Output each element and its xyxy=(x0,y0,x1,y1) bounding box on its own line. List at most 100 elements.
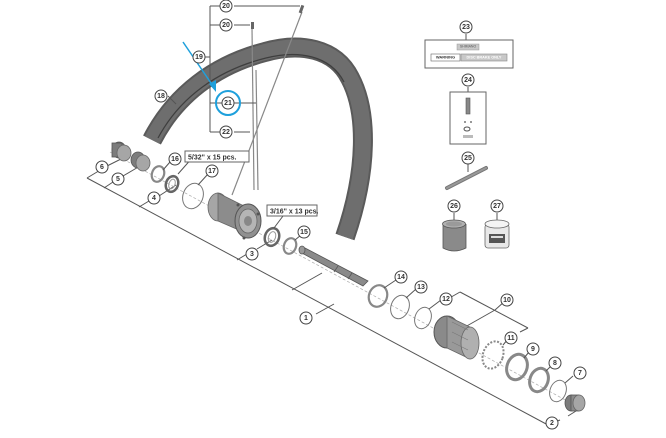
dust-cap-ring[interactable] xyxy=(179,180,207,211)
callout-18[interactable]: 18 xyxy=(154,89,168,103)
callout-1[interactable]: 1 xyxy=(299,311,313,325)
callout-group: 1234567891011121314151617181920202122232… xyxy=(95,0,587,430)
callout-number: 25 xyxy=(464,155,472,162)
callout-12[interactable]: 12 xyxy=(439,292,453,306)
spokes xyxy=(231,4,305,196)
spacer-ring[interactable] xyxy=(366,283,390,310)
freehub-body[interactable] xyxy=(433,315,480,360)
spoke-line xyxy=(255,69,259,191)
spoke-wrench-tool[interactable] xyxy=(445,164,488,190)
callout-circle xyxy=(500,293,514,307)
valve-kit-box[interactable] xyxy=(449,87,487,145)
callout-number: 24 xyxy=(464,77,472,84)
callout-11[interactable]: 11 xyxy=(504,331,518,345)
callout-4[interactable]: 4 xyxy=(147,191,161,205)
callout-number: 13 xyxy=(417,284,425,291)
callout-27[interactable]: 27 xyxy=(490,199,504,213)
bearing-left[interactable] xyxy=(164,174,181,194)
sticker-logo xyxy=(456,43,480,51)
highlight-arrow-head xyxy=(209,80,216,92)
callout-circle xyxy=(221,96,235,110)
rim-part[interactable] xyxy=(143,37,373,241)
callout-3[interactable]: 3 xyxy=(245,247,259,261)
o-ring-large[interactable] xyxy=(387,293,412,322)
highlight-arrow-line xyxy=(182,41,214,87)
callout-circle xyxy=(219,0,233,13)
seal-ring[interactable] xyxy=(282,236,299,255)
callout-circle xyxy=(545,416,559,430)
callout-circle xyxy=(219,125,233,139)
callout-number: 6 xyxy=(100,164,104,171)
callout-circle xyxy=(548,356,562,370)
callout-circle xyxy=(95,160,109,174)
callout-14[interactable]: 14 xyxy=(394,270,408,284)
callout-circle xyxy=(297,225,311,239)
grease-jar[interactable] xyxy=(484,213,510,249)
assembly-axis xyxy=(109,151,581,409)
sticker-warning-label: WARNING xyxy=(436,55,455,60)
ratchet-ring[interactable] xyxy=(479,338,507,371)
spoke-nipple xyxy=(251,22,254,29)
spoke-line xyxy=(231,11,303,196)
callout-23[interactable]: 23 xyxy=(459,20,473,34)
o-ring-small[interactable] xyxy=(412,305,435,331)
callout-number: 21 xyxy=(224,100,232,107)
o-ring-end[interactable] xyxy=(547,378,570,404)
callout-circle xyxy=(205,164,219,178)
callout-number: 11 xyxy=(507,335,515,342)
callout-circle xyxy=(573,366,587,380)
washer-ring[interactable] xyxy=(150,164,167,183)
callout-25[interactable]: 25 xyxy=(461,151,475,165)
seal-washer[interactable] xyxy=(526,366,551,395)
callout-26[interactable]: 26 xyxy=(447,199,461,213)
callout-15[interactable]: 15 xyxy=(297,225,311,239)
callout-number: 5 xyxy=(116,176,120,183)
sticker-top-text: SHIMANO xyxy=(460,45,477,49)
callout-9[interactable]: 9 xyxy=(526,342,540,356)
callout-13[interactable]: 13 xyxy=(414,280,428,294)
callout-number: 23 xyxy=(462,24,470,31)
callout-number: 20 xyxy=(222,22,230,29)
spacer-washer[interactable] xyxy=(503,351,531,382)
callout-21[interactable]: 21 xyxy=(221,96,235,110)
assembly-brackets xyxy=(86,156,577,426)
highlight-annotation xyxy=(182,41,241,116)
end-cap-left[interactable] xyxy=(111,141,132,162)
valve-stem xyxy=(465,97,471,115)
callout-circle xyxy=(414,280,428,294)
callout-number: 27 xyxy=(493,203,501,210)
callout-circle xyxy=(168,152,182,166)
callout-2[interactable]: 2 xyxy=(545,416,559,430)
callout-19[interactable]: 19 xyxy=(192,50,206,64)
callout-number: 26 xyxy=(450,203,458,210)
sticker-box[interactable]: SHIMANO WARNING DISC BRAKE ONLY xyxy=(424,34,514,69)
callout-10[interactable]: 10 xyxy=(500,293,514,307)
callout-number: 9 xyxy=(531,346,535,353)
spoke-line xyxy=(251,27,255,191)
callout-22[interactable]: 22 xyxy=(219,125,233,139)
rim-tape-roll[interactable] xyxy=(442,213,467,252)
ball-note-left: 5/32" x 15 pcs. xyxy=(177,150,250,175)
end-cap-right[interactable] xyxy=(564,394,586,412)
callout-7[interactable]: 7 xyxy=(573,366,587,380)
axle[interactable] xyxy=(298,245,369,287)
callout-20[interactable]: 20 xyxy=(219,18,233,32)
jar-label xyxy=(489,234,505,243)
callout-5[interactable]: 5 xyxy=(111,172,125,186)
callout-20[interactable]: 20 xyxy=(219,0,233,13)
callout-number: 22 xyxy=(222,129,230,136)
callout-24[interactable]: 24 xyxy=(461,73,475,87)
hub-body[interactable] xyxy=(207,192,262,240)
callout-17[interactable]: 17 xyxy=(205,164,219,178)
lock-nut[interactable] xyxy=(130,151,151,172)
callout-8[interactable]: 8 xyxy=(548,356,562,370)
callout-circle xyxy=(439,292,453,306)
sticker-warning-text: DISC BRAKE ONLY xyxy=(467,56,502,60)
callout-16[interactable]: 16 xyxy=(168,152,182,166)
callout-circle xyxy=(394,270,408,284)
callout-6[interactable]: 6 xyxy=(95,160,109,174)
bearing-right[interactable] xyxy=(262,226,281,248)
callout-circle xyxy=(447,199,461,213)
callout-number: 10 xyxy=(503,297,511,304)
